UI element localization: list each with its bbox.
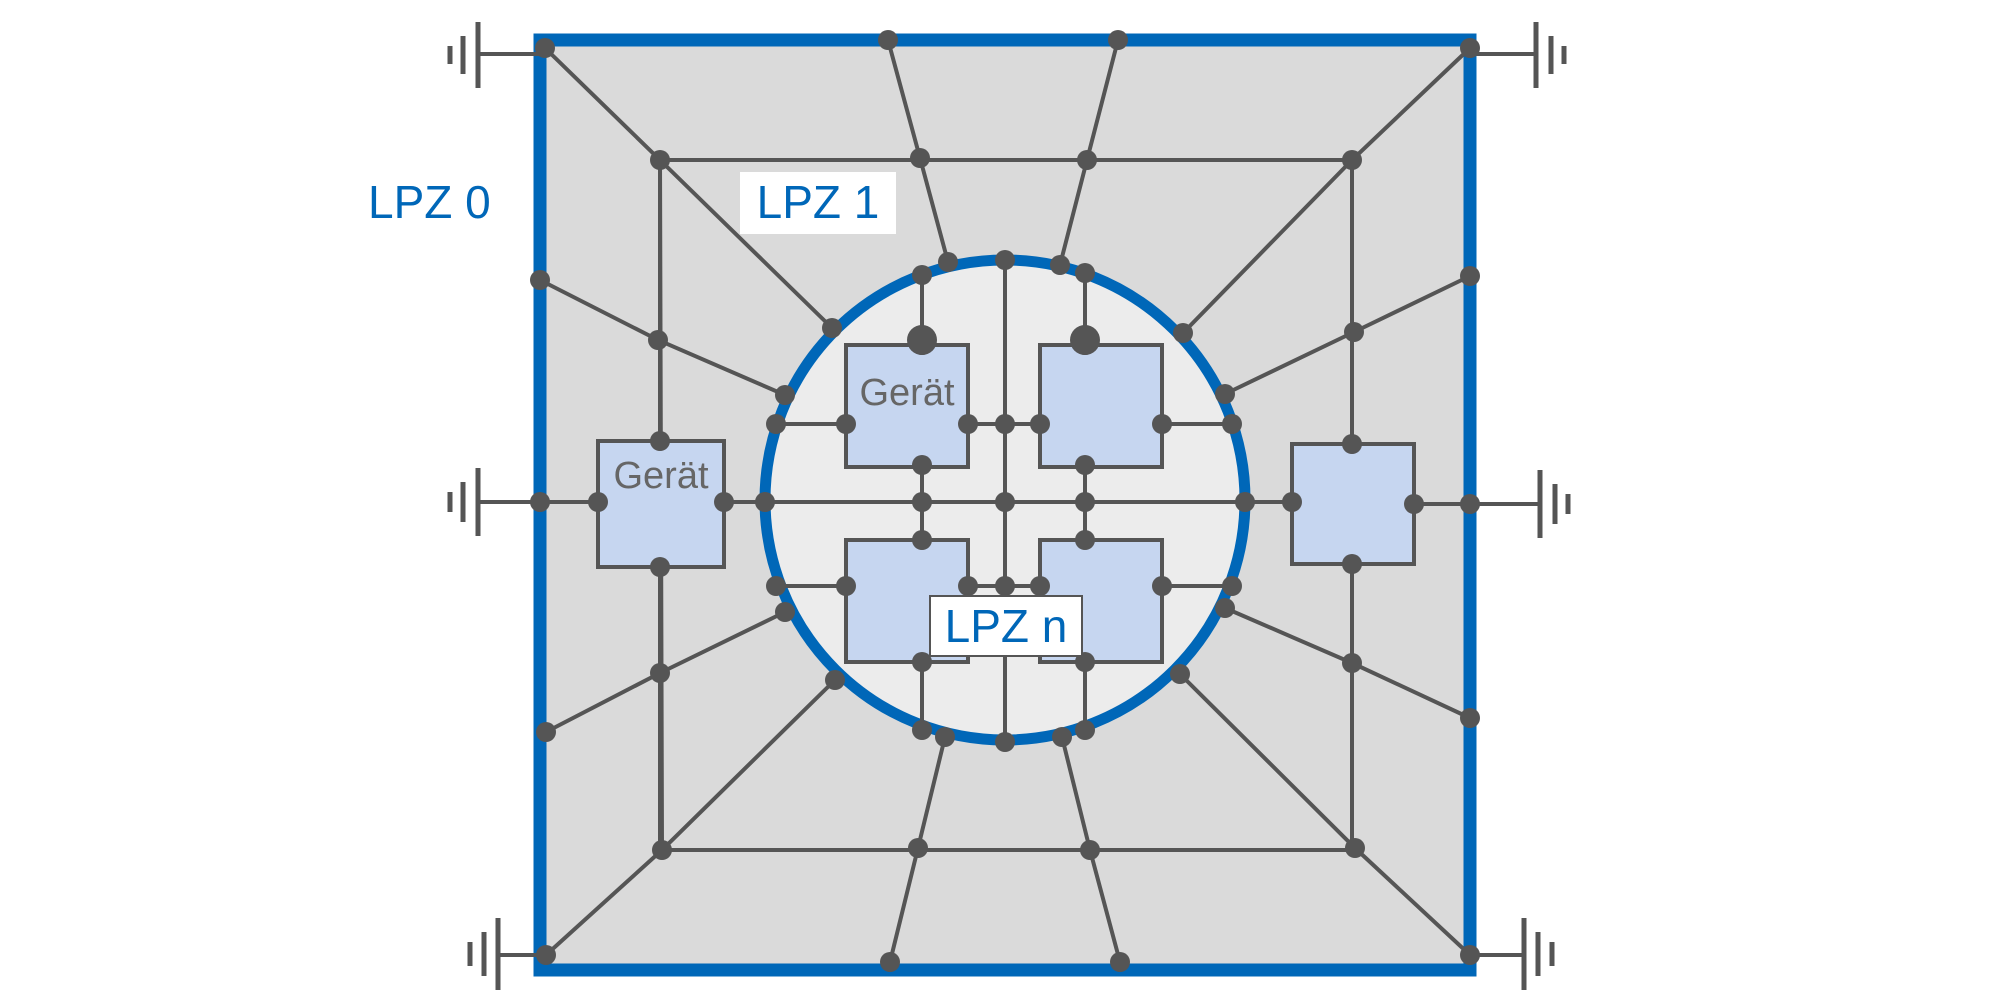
junction-node: [938, 252, 958, 272]
junction-node: [995, 576, 1015, 596]
device-inner-top-left: Gerät: [844, 343, 970, 469]
entry-node: [1070, 325, 1100, 355]
junction-node: [912, 652, 932, 672]
junction-node: [650, 431, 670, 451]
junction-node: [1222, 576, 1242, 596]
lpz1-label: LPZ 1: [757, 176, 880, 228]
device-inner-top-right: [1038, 343, 1164, 469]
junction-node: [650, 663, 670, 683]
junction-node: [908, 838, 928, 858]
lpzn-label-box: [929, 595, 1083, 657]
junction-node: [912, 265, 932, 285]
junction-node: [1075, 492, 1095, 512]
device-outer-left: Gerät: [596, 439, 726, 569]
device-inner-label: Gerät: [859, 372, 954, 414]
entry-node: [907, 325, 937, 355]
lpzn-label: LPZ n: [945, 600, 1068, 652]
junction-node: [1030, 576, 1050, 596]
junction-node: [910, 148, 930, 168]
junction-node: [650, 150, 670, 170]
junction-node: [836, 576, 856, 596]
junction-node: [935, 727, 955, 747]
junction-node: [652, 840, 672, 860]
ground-symbol-icon: [447, 468, 542, 536]
junction-node: [1173, 323, 1193, 343]
junction-node: [755, 492, 775, 512]
junction-node: [995, 732, 1015, 752]
junction-node: [1030, 414, 1050, 434]
junction-node: [912, 530, 932, 550]
junction-node: [1075, 455, 1095, 475]
junction-node: [1342, 150, 1362, 170]
ground-symbol-icon: [447, 22, 547, 88]
junction-node: [714, 492, 734, 512]
junction-node: [825, 670, 845, 690]
junction-node: [1080, 840, 1100, 860]
junction-node: [1342, 434, 1362, 454]
junction-node: [588, 492, 608, 512]
junction-node: [912, 455, 932, 475]
junction-node: [1344, 322, 1364, 342]
lpz0-label: LPZ 0: [368, 176, 491, 228]
junction-node: [1460, 38, 1480, 58]
junction-node: [1052, 727, 1072, 747]
junction-node: [1152, 576, 1172, 596]
junction-node: [530, 492, 550, 512]
device-outer-right: [1290, 442, 1416, 566]
junction-node: [995, 414, 1015, 434]
junction-node: [650, 557, 670, 577]
junction-node: [995, 492, 1015, 512]
junction-node: [1050, 255, 1070, 275]
junction-node: [775, 385, 795, 405]
junction-node: [1110, 952, 1130, 972]
junction-node: [1460, 266, 1480, 286]
junction-node: [1075, 263, 1095, 283]
junction-nodes: [530, 30, 1480, 972]
junction-node: [1345, 838, 1365, 858]
junction-node: [1404, 494, 1424, 514]
junction-node: [766, 576, 786, 596]
junction-node: [912, 720, 932, 740]
junction-node: [995, 250, 1015, 270]
junction-node: [1342, 653, 1362, 673]
junction-node: [1460, 494, 1480, 514]
junction-node: [530, 270, 550, 290]
lpz1-label-box: [740, 172, 896, 234]
junction-node: [822, 318, 842, 338]
junction-node: [1460, 708, 1480, 728]
junction-node: [880, 952, 900, 972]
junction-node: [1235, 492, 1255, 512]
junction-node: [878, 30, 898, 50]
junction-node: [1077, 150, 1097, 170]
junction-node: [1460, 945, 1480, 965]
junction-node: [958, 576, 978, 596]
junction-node: [648, 330, 668, 350]
ground-symbol-icon: [1468, 470, 1571, 538]
junction-node: [1215, 384, 1235, 404]
junction-node: [912, 492, 932, 512]
junction-node: [535, 38, 555, 58]
junction-node: [1075, 530, 1095, 550]
ground-symbol-icon: [1468, 22, 1567, 88]
junction-node: [1342, 554, 1362, 574]
junction-node: [1075, 720, 1095, 740]
junction-node: [1215, 598, 1235, 618]
junction-node: [958, 414, 978, 434]
junction-node: [536, 945, 556, 965]
junction-node: [1152, 414, 1172, 434]
junction-node: [836, 414, 856, 434]
junction-node: [1108, 30, 1128, 50]
junction-node: [536, 722, 556, 742]
junction-node: [775, 602, 795, 622]
junction-node: [1282, 492, 1302, 512]
junction-node: [1222, 414, 1242, 434]
junction-node: [766, 414, 786, 434]
junction-node: [1170, 664, 1190, 684]
ground-symbol-icon: [1468, 918, 1555, 990]
device-outer-left-label: Gerät: [613, 455, 708, 497]
